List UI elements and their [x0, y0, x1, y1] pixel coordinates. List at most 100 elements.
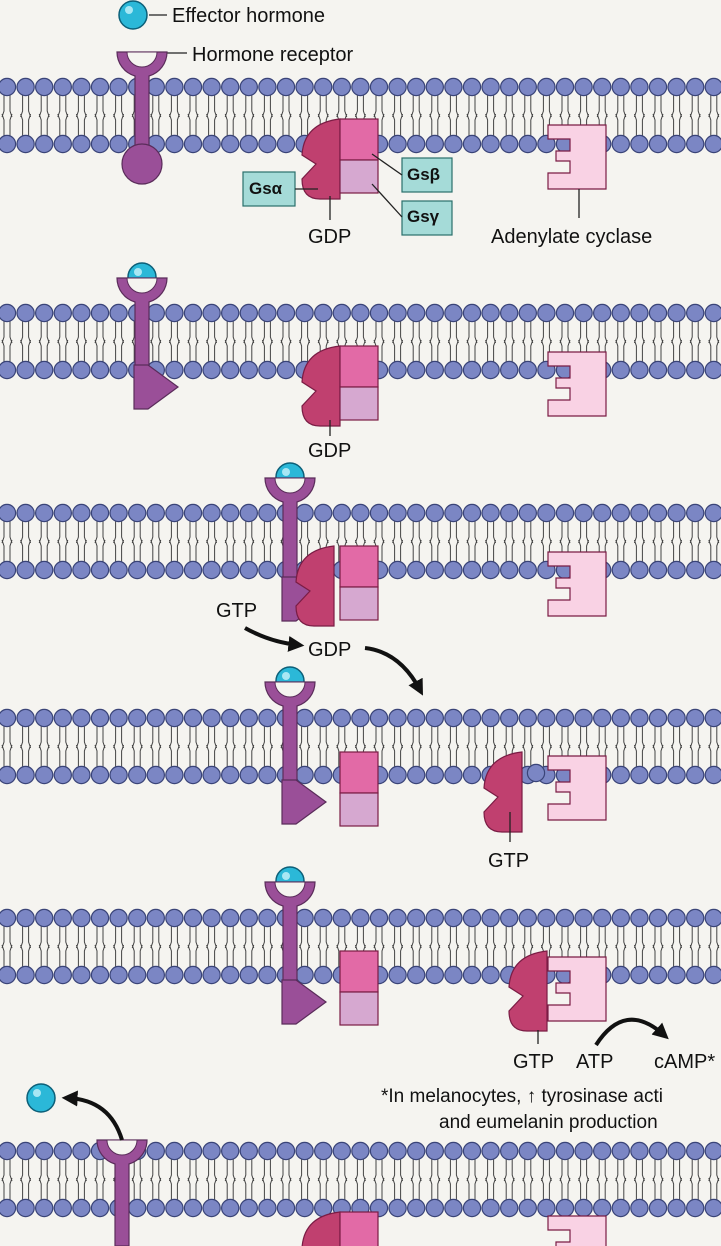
lipid-head	[686, 303, 705, 323]
lipid-head	[444, 1198, 463, 1218]
lipid-head	[388, 360, 407, 380]
lipid-tails	[485, 726, 497, 767]
lipid-head	[407, 77, 426, 97]
lipid-head	[704, 965, 721, 985]
lipid-tails	[150, 321, 162, 362]
lipid-head	[183, 560, 203, 580]
lipid-head	[611, 560, 631, 580]
lipid-tails	[522, 321, 534, 362]
lipid-head	[611, 1141, 631, 1161]
lipid-tails	[689, 1159, 701, 1200]
lipid-tails	[75, 1159, 87, 1200]
lipid-tails	[150, 926, 162, 967]
lipid-tails	[410, 1159, 422, 1200]
lipid-head	[574, 303, 593, 323]
lipid-head	[314, 965, 333, 985]
lipid-head	[500, 134, 519, 154]
lipid-tails	[410, 926, 422, 967]
lipid-head	[72, 77, 91, 97]
lipid-head	[481, 1141, 500, 1161]
lipid-tails	[633, 726, 645, 767]
lipid-head	[34, 708, 54, 728]
lipid-head	[425, 360, 444, 380]
lipid-head	[667, 503, 686, 523]
lipid-head	[462, 360, 482, 380]
lipid-head	[425, 708, 444, 728]
lipid-head	[518, 908, 538, 928]
lipid-head	[239, 965, 258, 985]
lipid-head	[53, 77, 72, 97]
lipid-tails	[57, 1159, 69, 1200]
lipid-head	[593, 1198, 612, 1218]
lipid-tails	[671, 1159, 683, 1200]
lipid-tails	[466, 1159, 478, 1200]
lipid-head	[686, 77, 705, 97]
adenylate-cyclase-panel-6	[547, 1215, 607, 1246]
lipid-tails	[578, 521, 590, 562]
lipid-head	[34, 765, 54, 785]
lipid-tails	[429, 321, 441, 362]
lipid-head	[183, 1141, 203, 1161]
adenylate-cyclase-panel-5	[547, 956, 607, 1022]
lipid-head	[202, 77, 221, 97]
lipid-head	[388, 77, 407, 97]
lipid-head	[72, 503, 91, 523]
lipid-tails	[224, 726, 236, 767]
lipid-head	[34, 560, 54, 580]
lipid-head	[667, 965, 686, 985]
lipid-head	[127, 503, 147, 523]
lipid-head	[295, 965, 314, 985]
lipid-head	[593, 1141, 612, 1161]
lipid-head	[34, 1198, 54, 1218]
lipid-tails	[57, 521, 69, 562]
lipid-head	[16, 708, 35, 728]
lipid-tails	[336, 926, 348, 967]
lipid-head	[667, 908, 686, 928]
lipid-head	[593, 908, 612, 928]
lipid-head	[704, 560, 721, 580]
lipid-tails	[429, 926, 441, 967]
lipid-head	[425, 765, 444, 785]
lipid-head	[537, 908, 556, 928]
lipid-head	[53, 1141, 72, 1161]
receptor-bound-panel-5	[264, 881, 328, 1025]
lipid-head	[667, 560, 686, 580]
lipid-head	[183, 503, 203, 523]
lipid-head	[686, 708, 705, 728]
lipid-tails	[187, 926, 199, 967]
lipid-head	[109, 765, 128, 785]
lipid-head	[704, 765, 721, 785]
lipid-head	[332, 708, 351, 728]
footnote-line-1: *In melanocytes, ↑ tyrosinase acti	[381, 1086, 663, 1107]
lipid-tails	[38, 1159, 50, 1200]
lipid-head	[239, 360, 258, 380]
receptor-bound-panel-4	[264, 681, 328, 825]
lipid-head	[648, 77, 668, 97]
lipid-tails	[429, 95, 441, 136]
lipid-head	[165, 360, 184, 380]
lipid-head	[518, 77, 538, 97]
lipid-tails	[596, 521, 608, 562]
lipid-head	[351, 503, 370, 523]
lipid-head	[258, 134, 277, 154]
lipid-head	[388, 908, 407, 928]
lipid-head	[314, 908, 333, 928]
lipid-tails	[1, 321, 13, 362]
lipid-head	[72, 1198, 91, 1218]
lipid-head	[388, 1198, 407, 1218]
gdp-out-arrow	[364, 646, 423, 696]
lipid-tails	[317, 95, 329, 136]
lipid-head	[537, 1141, 556, 1161]
lipid-head	[462, 1141, 482, 1161]
lipid-tails	[578, 726, 590, 767]
lipid-head	[462, 303, 482, 323]
lipid-head	[220, 1198, 240, 1218]
lipid-tails	[540, 1159, 552, 1200]
lipid-tails	[38, 926, 50, 967]
lipid-tails	[299, 321, 311, 362]
lipid-head	[704, 1141, 721, 1161]
atp-label: ATP	[576, 1051, 613, 1073]
lipid-head	[276, 134, 296, 154]
lipid-head	[0, 1141, 17, 1161]
lipid-tails	[503, 726, 515, 767]
